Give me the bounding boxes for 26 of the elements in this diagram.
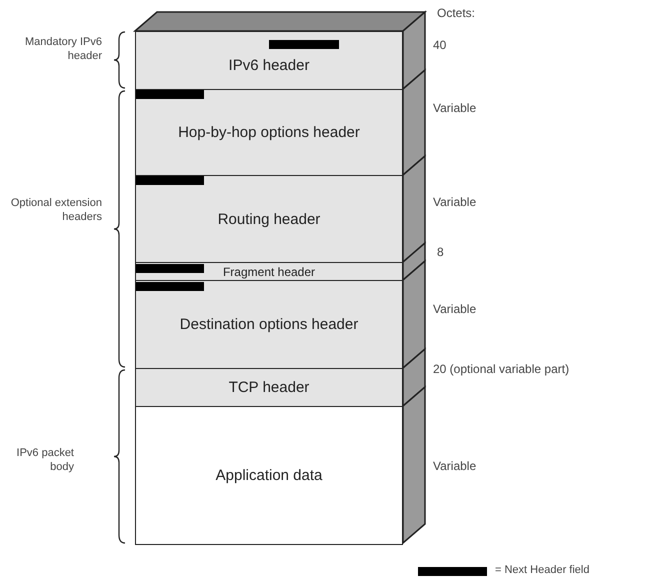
header-layer: [135, 368, 403, 408]
octet-size-label: 20 (optional variable part): [433, 362, 570, 376]
octet-size-label: 40: [433, 38, 446, 52]
layer-label: Application data: [216, 466, 322, 484]
header-layer: [135, 31, 403, 90]
layer-label: IPv6 header: [228, 57, 310, 74]
bracket-label: Mandatory IPv6 header: [24, 35, 102, 63]
layer-label: Hop-by-hop options header: [178, 124, 360, 142]
octet-size-label: 8: [437, 245, 444, 259]
octet-size-label: Variable: [433, 195, 476, 209]
header-layer: [135, 175, 403, 264]
octet-size-label: Variable: [433, 302, 476, 316]
header-layer: [135, 280, 403, 370]
octet-size-label: Variable: [433, 101, 476, 115]
layer-label: Destination options header: [180, 316, 358, 334]
bracket-label: IPv6 packet body: [16, 446, 74, 474]
legend-text: = Next Header field: [495, 564, 590, 576]
bracket-label: Optional extension headers: [10, 196, 102, 224]
header-layer: [135, 262, 403, 282]
header-layer: [135, 89, 403, 176]
octet-size-label: Variable: [433, 459, 476, 473]
layer-label: TCP header: [228, 379, 310, 396]
layer-label: Routing header: [218, 210, 320, 228]
octet-column-heading: Octets:: [437, 6, 476, 20]
header-layer: [135, 406, 403, 544]
layer-label: Fragment header: [222, 264, 316, 279]
